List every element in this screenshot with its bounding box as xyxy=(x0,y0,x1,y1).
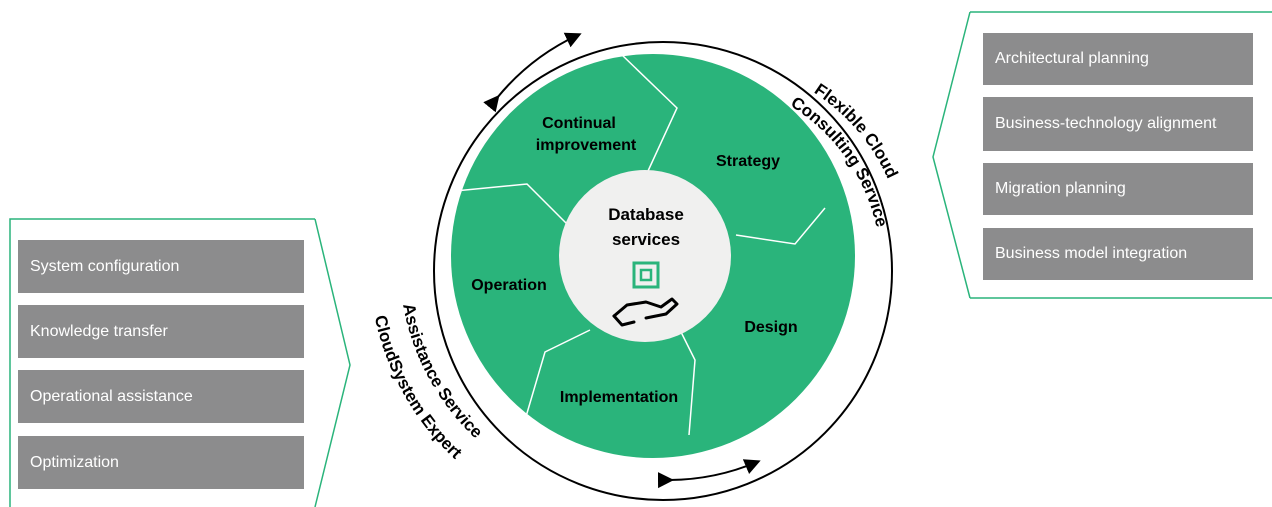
right-list-item-architectural-planning: Architectural planning xyxy=(983,33,1253,85)
right-bracket-pointer xyxy=(932,11,971,299)
segment-continual-label-2: improvement xyxy=(536,137,637,154)
right-list-item-migration-planning: Migration planning xyxy=(983,163,1253,215)
top-double-arrow xyxy=(483,32,582,113)
database-square-icon xyxy=(632,261,660,289)
left-bracket-frame xyxy=(9,218,315,507)
segment-operation-label: Operation xyxy=(471,277,547,294)
left-list-item-optimization: Optimization xyxy=(18,436,304,489)
segment-strategy-label: Strategy xyxy=(716,153,780,170)
right-list-item-business-technology-alignment: Business-technology alignment xyxy=(983,97,1253,151)
left-list-item-knowledge-transfer: Knowledge transfer xyxy=(18,305,304,358)
center-label-line1: Database xyxy=(608,205,684,224)
segment-continual-label-1: Continual xyxy=(542,115,616,132)
segment-design-label: Design xyxy=(744,319,797,336)
left-list-item-system-configuration: System configuration xyxy=(18,240,304,293)
bottom-double-arrow xyxy=(657,459,761,489)
outer-ring xyxy=(433,41,893,501)
left-list-item-operational-assistance: Operational assistance xyxy=(18,370,304,423)
right-list-item-business-model-integration: Business model integration xyxy=(983,228,1253,280)
left-bracket-pointer xyxy=(314,218,351,507)
center-circle xyxy=(559,170,731,342)
center-label-line2: services xyxy=(612,230,680,249)
segment-implementation-label: Implementation xyxy=(560,389,678,406)
hand-icon xyxy=(612,297,679,327)
segment-dividers xyxy=(454,54,826,436)
